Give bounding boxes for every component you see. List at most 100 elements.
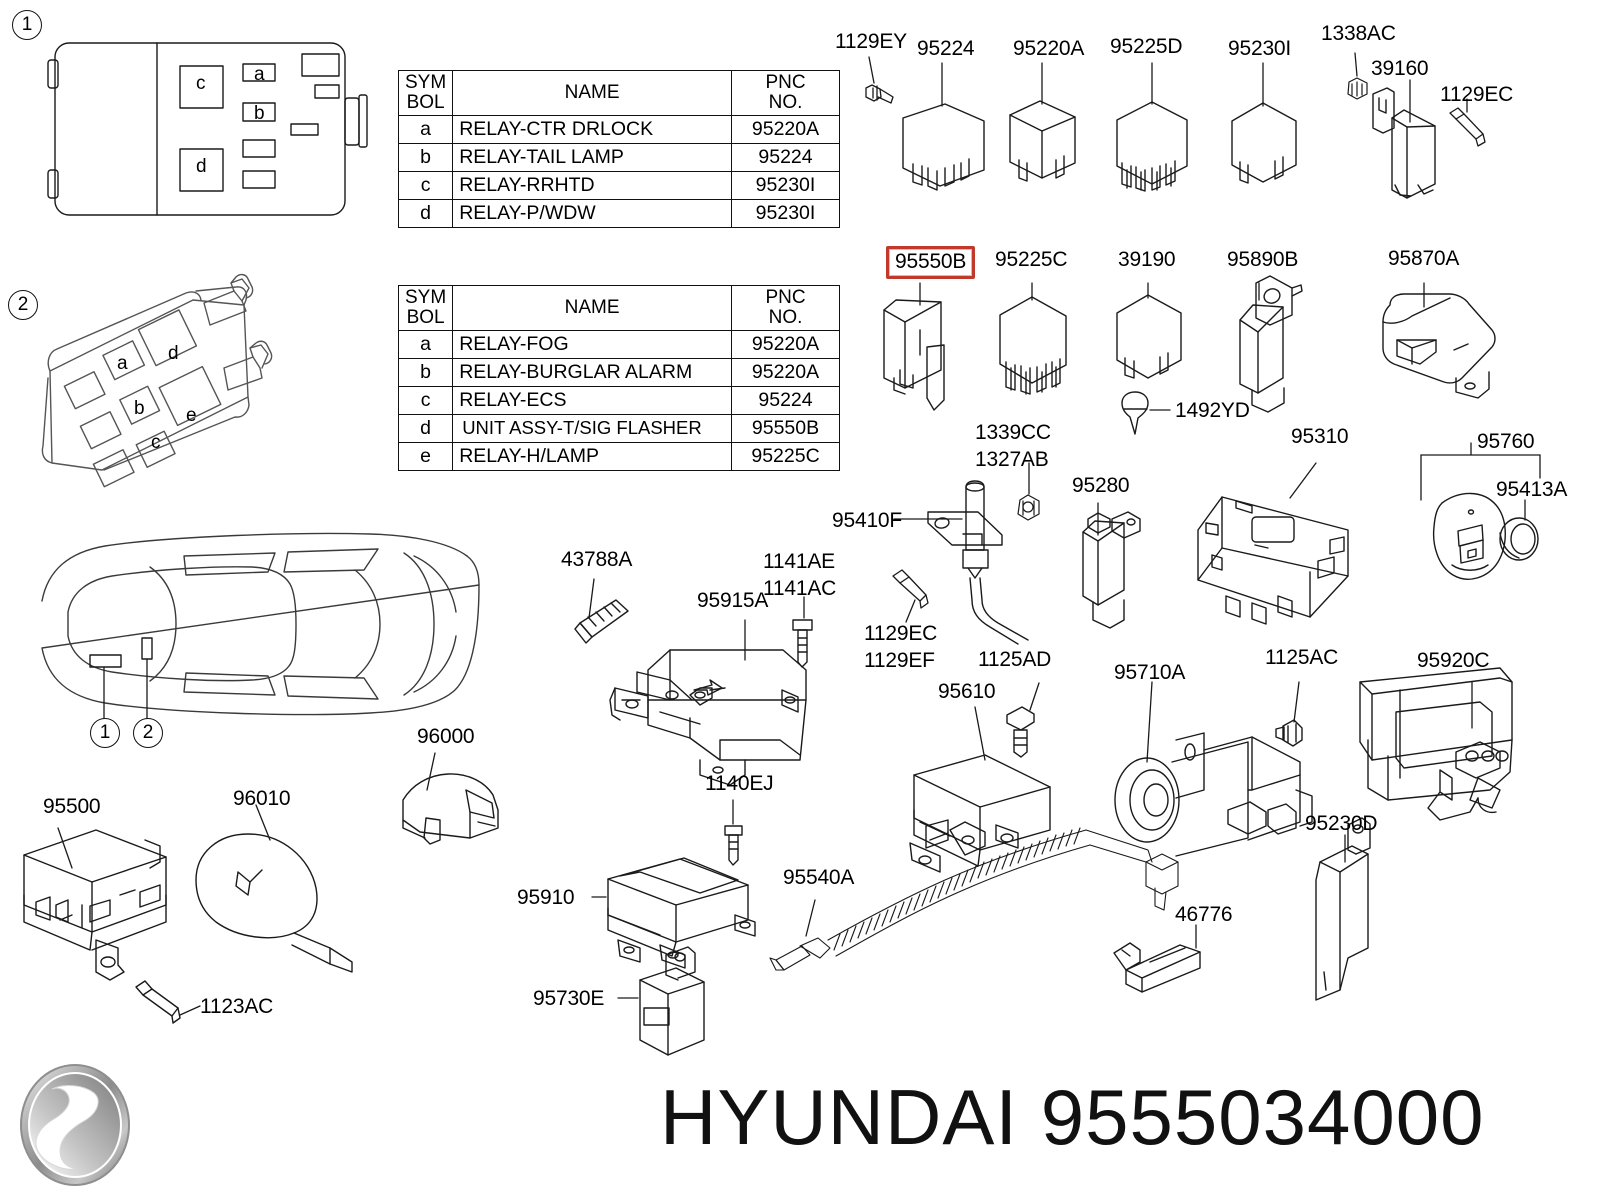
part-label-39160: 39160 bbox=[1371, 57, 1429, 80]
bolt-1129EC-top bbox=[1450, 108, 1485, 146]
fusebox2-socket-b: b bbox=[134, 398, 145, 419]
actuator-95710A bbox=[1115, 733, 1312, 856]
part-label-95410F: 95410F bbox=[832, 509, 903, 532]
clip-1492YD bbox=[1122, 392, 1148, 434]
bolt-1125AD bbox=[1007, 707, 1034, 757]
part-label-1129EC-1129EF: 1129EC 1129EF bbox=[864, 621, 937, 675]
table-row: b RELAY-TAIL LAMP 95224 bbox=[397, 142, 840, 172]
relay-95230I bbox=[1232, 103, 1296, 183]
relay-95225C bbox=[1000, 297, 1066, 394]
part-label-95890B: 95890B bbox=[1227, 248, 1299, 271]
key-fob-95760 bbox=[1434, 493, 1506, 579]
fusebox1-socket-a: a bbox=[254, 64, 265, 85]
fusebox1-socket-b: b bbox=[254, 103, 265, 124]
table-row: b RELAY-BURGLAR ALARM 95220A bbox=[397, 357, 840, 387]
callout-circle-2: 2 bbox=[8, 290, 38, 320]
fusebox-1-drawing bbox=[48, 43, 367, 215]
cell-name: RELAY-BURGLAR ALARM bbox=[452, 357, 732, 387]
module-95870A bbox=[1383, 294, 1495, 398]
part-label-1129EC-mid: 1129EC bbox=[864, 622, 938, 645]
relay-39160 bbox=[1373, 88, 1435, 198]
part-label-95910: 95910 bbox=[517, 886, 575, 909]
cell-pnc: 95220A bbox=[731, 114, 840, 144]
bolt-1129EY bbox=[866, 85, 893, 103]
bolt-1129EC-mid bbox=[893, 570, 928, 608]
table-header-row: SYM BOL NAME PNC NO. bbox=[397, 70, 840, 116]
part-label-1327AB: 1327AB bbox=[975, 447, 1049, 471]
part-label-95760: 95760 bbox=[1477, 430, 1535, 453]
table-header-row: SYM BOL NAME PNC NO. bbox=[397, 285, 840, 331]
cell-pnc: 95225C bbox=[731, 441, 840, 471]
lever-46776 bbox=[1114, 943, 1200, 992]
part-label-1140EJ: 1140EJ bbox=[705, 772, 774, 795]
cell-symbol: c bbox=[397, 385, 454, 415]
part-label-1492YD: 1492YD bbox=[1175, 399, 1250, 422]
bolt-1125AC bbox=[1276, 720, 1302, 746]
fusebox-2-drawing bbox=[42, 275, 271, 487]
footer-title: HYUNDAI 9555034000 bbox=[660, 1073, 1485, 1161]
bolt-1141AE bbox=[793, 620, 812, 667]
part-label-95540A: 95540A bbox=[783, 866, 855, 889]
part-label-95225C: 95225C bbox=[995, 248, 1068, 271]
part-label-43788A: 43788A bbox=[561, 548, 633, 571]
abs-sensor-95920C bbox=[1360, 668, 1512, 820]
relay-95550B bbox=[884, 300, 944, 410]
relay-table-1: SYM BOL NAME PNC NO. a RELAY-CTR DRLOCK … bbox=[397, 70, 840, 228]
table-row: d RELAY-P/WDW 95230I bbox=[397, 198, 840, 228]
cell-name: RELAY-CTR DRLOCK bbox=[452, 114, 732, 144]
header-name: NAME bbox=[452, 70, 732, 116]
cover-96000 bbox=[403, 774, 498, 844]
part-label-95310: 95310 bbox=[1291, 425, 1349, 448]
abs-module-95610 bbox=[910, 755, 1050, 872]
fusebox1-socket-d: d bbox=[196, 156, 207, 177]
part-label-1129EF: 1129EF bbox=[864, 648, 935, 672]
part-label-95500: 95500 bbox=[43, 795, 101, 818]
clip-43788A bbox=[575, 600, 628, 643]
relay-table-2: SYM BOL NAME PNC NO. a RELAY-FOG 95220A … bbox=[397, 285, 840, 471]
fusebox2-socket-a: a bbox=[117, 353, 128, 374]
part-label-95230I: 95230I bbox=[1228, 37, 1292, 60]
car-top-view-drawing bbox=[42, 534, 479, 715]
cell-symbol: b bbox=[397, 142, 454, 172]
cell-name: RELAY-P/WDW bbox=[452, 198, 732, 228]
part-label-96000: 96000 bbox=[417, 725, 475, 748]
part-label-95915A: 95915A bbox=[697, 589, 769, 612]
part-label-1339CC: 1339CC bbox=[975, 421, 1051, 444]
table-row: c RELAY-RRHTD 95230I bbox=[397, 170, 840, 200]
part-label-1129EC-top: 1129EC bbox=[1440, 83, 1514, 106]
key-96010 bbox=[196, 834, 352, 972]
part-label-1141AE-1141AC: 1141AE 1141AC bbox=[763, 549, 836, 603]
cell-name: RELAY-H/LAMP bbox=[452, 441, 732, 471]
nut-1338AC bbox=[1348, 78, 1367, 99]
cell-pnc: 95224 bbox=[731, 142, 840, 172]
part-label-95224: 95224 bbox=[917, 37, 975, 60]
part-label-96010: 96010 bbox=[233, 787, 291, 810]
table-row: c RELAY-ECS 95224 bbox=[397, 385, 840, 415]
cell-symbol: e bbox=[397, 441, 454, 471]
car-marker-circle-1: 1 bbox=[90, 718, 120, 748]
speed-cable-95540A bbox=[770, 828, 1178, 970]
fusebox2-socket-e: e bbox=[186, 405, 197, 426]
part-label-1125AD: 1125AD bbox=[978, 648, 1052, 671]
part-label-1338AC: 1338AC bbox=[1321, 22, 1396, 45]
relay-95280 bbox=[1083, 512, 1140, 628]
header-symbol: SYM BOL bbox=[397, 285, 454, 331]
part-label-95413A: 95413A bbox=[1496, 478, 1568, 501]
battery-tray-95915A bbox=[610, 650, 806, 785]
part-label-95610: 95610 bbox=[938, 680, 996, 703]
relay-95220A bbox=[1010, 101, 1075, 181]
header-pnc: PNC NO. bbox=[731, 70, 840, 116]
bracket-95230D bbox=[1316, 818, 1370, 1000]
cell-pnc: 95220A bbox=[731, 357, 840, 387]
part-label-1123AC: 1123AC bbox=[200, 995, 274, 1018]
cell-symbol: d bbox=[397, 413, 454, 443]
hyundai-logo bbox=[18, 1063, 133, 1188]
part-label-95710A: 95710A bbox=[1114, 661, 1186, 684]
cell-name: RELAY-RRHTD bbox=[452, 170, 732, 200]
ring-95413A bbox=[1500, 518, 1538, 560]
relay-95225D bbox=[1117, 102, 1187, 191]
part-label-95225D: 95225D bbox=[1110, 35, 1183, 58]
module-95500 bbox=[24, 830, 166, 980]
car-marker-circle-2: 2 bbox=[133, 718, 163, 748]
